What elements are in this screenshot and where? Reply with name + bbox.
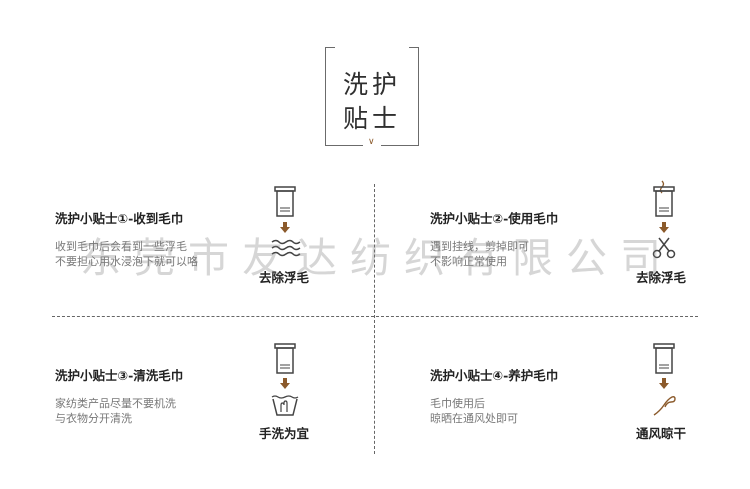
title-border-bottom-right <box>381 145 419 146</box>
tip-2-title: 洗护小贴士②-使用毛巾 <box>430 211 559 226</box>
tip-4-caption: 通风晾干 <box>636 426 687 441</box>
hand-wash-basin-icon <box>271 395 299 416</box>
wind-icon <box>653 396 676 416</box>
tip-1-caption: 去除浮毛 <box>259 270 310 285</box>
horizontal-divider <box>52 316 698 317</box>
towel-icon <box>274 343 296 374</box>
tip-4-desc-line1: 毛巾使用后 <box>430 397 485 410</box>
scissors-icon <box>652 237 676 259</box>
towel-icon <box>653 343 675 374</box>
towel-icon <box>274 186 296 217</box>
tip-1-desc-line2: 不要担心用水浸泡下就可以咯 <box>55 255 198 268</box>
tip-3-desc-line2: 与衣物分开清洗 <box>55 412 132 425</box>
page-title-line1: 洗护 <box>342 70 401 99</box>
title-border-right <box>418 47 419 146</box>
title-border-bottom-left <box>325 145 363 146</box>
tip-2-desc-line2: 不影响正常使用 <box>430 255 507 268</box>
tip-4-desc-line2: 晾晒在通风处即可 <box>430 412 518 425</box>
towel-with-thread-icon <box>653 180 675 217</box>
vertical-divider <box>374 184 375 454</box>
arrow-down-icon <box>659 222 669 233</box>
chevron-down-icon: ∨ <box>368 137 375 147</box>
tip-3-desc-line1: 家纺类产品尽量不要机洗 <box>55 397 176 410</box>
arrow-down-icon <box>280 222 290 233</box>
title-border-top-right <box>409 47 419 48</box>
title-border-top-left <box>325 47 335 48</box>
tip-4-title: 洗护小贴士④-养护毛巾 <box>430 368 559 383</box>
title-border-left <box>325 47 326 146</box>
page-title-box: 洗护 贴士 ∨ <box>325 47 419 147</box>
tip-3-caption: 手洗为宜 <box>259 426 310 441</box>
tip-1-title: 洗护小贴士①-收到毛巾 <box>55 211 184 226</box>
tip-2-caption: 去除浮毛 <box>636 270 687 285</box>
page-title-line2: 贴士 <box>342 104 401 133</box>
tip-1-desc-line1: 收到毛巾后会看到一些浮毛 <box>55 240 187 253</box>
tip-3-title: 洗护小贴士③-清洗毛巾 <box>55 368 184 383</box>
arrow-down-icon <box>280 378 290 389</box>
arrow-down-icon <box>659 378 669 389</box>
tip-2-desc-line1: 遇到挂线，剪掉即可 <box>430 240 529 253</box>
water-waves-icon <box>271 239 301 257</box>
